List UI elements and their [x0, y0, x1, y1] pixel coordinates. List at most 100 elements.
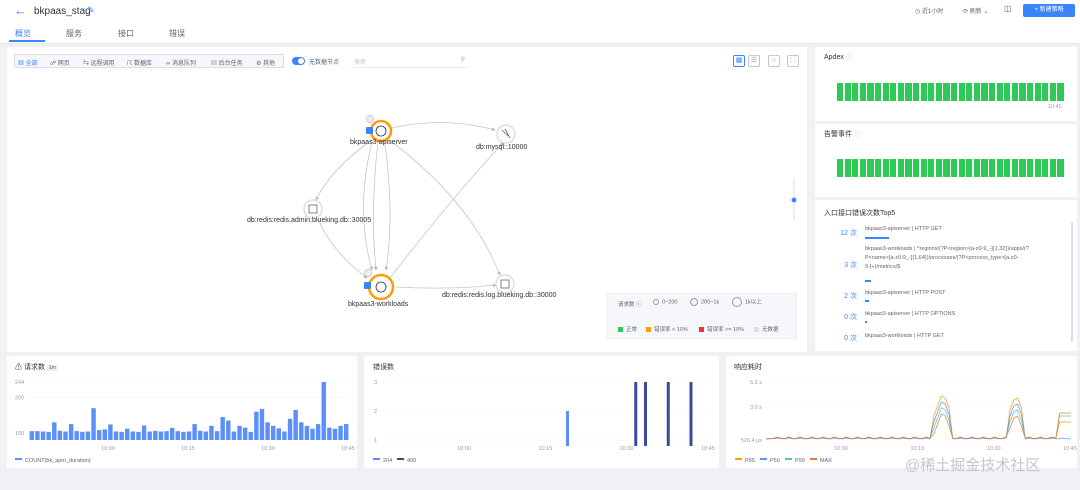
filter-db[interactable]: ☈ 数据库: [127, 61, 153, 67]
alert-bar[interactable]: [897, 159, 904, 177]
edit-icon[interactable]: ✎: [87, 5, 95, 15]
apdex-bar[interactable]: [837, 83, 844, 101]
alert-bar[interactable]: [867, 159, 874, 177]
x-tick-label: 10:45: [341, 446, 355, 452]
apdex-bar[interactable]: [882, 83, 889, 101]
apdex-bar[interactable]: [958, 83, 965, 101]
no-data-switch[interactable]: [292, 57, 305, 65]
apdex-bar[interactable]: [935, 83, 942, 101]
top5-scrollbar[interactable]: [1071, 222, 1073, 342]
apdex-bar[interactable]: [973, 83, 980, 101]
apdex-bar[interactable]: [943, 83, 950, 101]
list-view-button[interactable]: ☰: [748, 55, 760, 67]
alert-bar[interactable]: [1019, 159, 1026, 177]
alert-bar[interactable]: [1004, 159, 1011, 177]
request-bar: [147, 431, 152, 440]
alert-bar[interactable]: [943, 159, 950, 177]
apdex-bar[interactable]: [1027, 83, 1034, 101]
alert-bar[interactable]: [996, 159, 1003, 177]
alert-bar[interactable]: [1027, 159, 1034, 177]
alert-bar[interactable]: [875, 159, 882, 177]
apdex-bar[interactable]: [1034, 83, 1041, 101]
filter-other[interactable]: ⚙ 其他: [256, 61, 276, 67]
tab-overview[interactable]: 概览: [15, 29, 31, 38]
node-mysql[interactable]: [496, 124, 516, 144]
apdex-bar[interactable]: [1057, 83, 1064, 101]
reset-view-button[interactable]: ○: [768, 55, 780, 67]
node-workloads[interactable]: [364, 269, 395, 301]
alert-bar[interactable]: [882, 159, 889, 177]
fullscreen-icon[interactable]: ◫: [1004, 4, 1012, 13]
alert-bar[interactable]: [958, 159, 965, 177]
request-bar: [321, 382, 326, 440]
alert-bar[interactable]: [1042, 159, 1049, 177]
apdex-bar[interactable]: [897, 83, 904, 101]
node-redis-log[interactable]: [495, 274, 515, 294]
alert-bar[interactable]: [837, 159, 844, 177]
request-bar: [231, 431, 237, 440]
alert-bar[interactable]: [1034, 159, 1041, 177]
apdex-bar[interactable]: [928, 83, 935, 101]
node-apiserver[interactable]: [366, 115, 393, 143]
apdex-bar[interactable]: [1019, 83, 1026, 101]
alert-bar[interactable]: [966, 159, 973, 177]
apdex-bar[interactable]: [905, 83, 912, 101]
request-bar: [338, 425, 343, 440]
legend-size-large-label: 1k以上: [745, 299, 762, 306]
filter-rpc[interactable]: ⇆ 远程调用: [83, 61, 115, 67]
apdex-bar[interactable]: [1042, 83, 1049, 101]
apdex-bar[interactable]: [859, 83, 866, 101]
apdex-bar[interactable]: [844, 83, 851, 101]
filter-task[interactable]: ▤ 后台任务: [211, 61, 243, 67]
alert-bar[interactable]: [1057, 159, 1064, 177]
alert-bar[interactable]: [859, 159, 866, 177]
tab-services[interactable]: 服务: [66, 29, 82, 38]
back-arrow-icon[interactable]: ←: [14, 3, 27, 18]
apdex-bar[interactable]: [867, 83, 874, 101]
filter-all-label: 全部: [25, 61, 38, 67]
apdex-bar[interactable]: [913, 83, 920, 101]
alert-bar[interactable]: [928, 159, 935, 177]
filter-mq[interactable]: ∞ 消息队列: [166, 61, 196, 67]
apdex-bar[interactable]: [1049, 83, 1056, 101]
alert-bar[interactable]: [981, 159, 988, 177]
node-redis-admin[interactable]: [303, 199, 323, 219]
alert-bar[interactable]: [973, 159, 980, 177]
alert-bar[interactable]: [1049, 159, 1056, 177]
alert-bar[interactable]: [913, 159, 920, 177]
alert-bar[interactable]: [951, 159, 958, 177]
apdex-bar[interactable]: [966, 83, 973, 101]
search-input[interactable]: 搜索⚲: [351, 54, 467, 68]
filter-task-label: 后台任务: [218, 61, 243, 67]
tab-errors[interactable]: 错误: [169, 29, 185, 38]
new-strategy-button[interactable]: + 新建策略: [1023, 4, 1075, 17]
apdex-bar[interactable]: [981, 83, 988, 101]
alert-bar[interactable]: [1011, 159, 1018, 177]
filter-web[interactable]: ☍ 网页: [50, 61, 70, 67]
apdex-bar[interactable]: [951, 83, 958, 101]
apdex-bar[interactable]: [920, 83, 927, 101]
requests-chart-title: ⚠ 请求数 1m: [15, 364, 58, 371]
filter-all[interactable]: ▦ 全部: [18, 61, 38, 67]
alert-bar[interactable]: [844, 159, 851, 177]
alert-bar[interactable]: [852, 159, 859, 177]
apdex-bar[interactable]: [890, 83, 897, 101]
apdex-bar[interactable]: [852, 83, 859, 101]
alert-bar[interactable]: [989, 159, 996, 177]
alert-bar[interactable]: [905, 159, 912, 177]
apdex-bar[interactable]: [996, 83, 1003, 101]
alert-bar[interactable]: [890, 159, 897, 177]
apdex-bar[interactable]: [1004, 83, 1011, 101]
alert-bar[interactable]: [920, 159, 927, 177]
fullscreen-topo-button[interactable]: ⛶: [787, 55, 799, 67]
tab-interfaces[interactable]: 接口: [118, 29, 134, 38]
graph-view-button[interactable]: ▦: [733, 55, 745, 67]
alert-bar[interactable]: [935, 159, 942, 177]
apdex-bar[interactable]: [875, 83, 882, 101]
apdex-bar[interactable]: [989, 83, 996, 101]
time-range-picker[interactable]: ◷ 近1小时: [915, 9, 944, 15]
refresh-picker[interactable]: ⟳ 刷新 ⌄: [963, 9, 989, 15]
request-bar: [136, 431, 141, 440]
zoom-slider-handle[interactable]: [791, 197, 797, 203]
apdex-bar[interactable]: [1011, 83, 1018, 101]
